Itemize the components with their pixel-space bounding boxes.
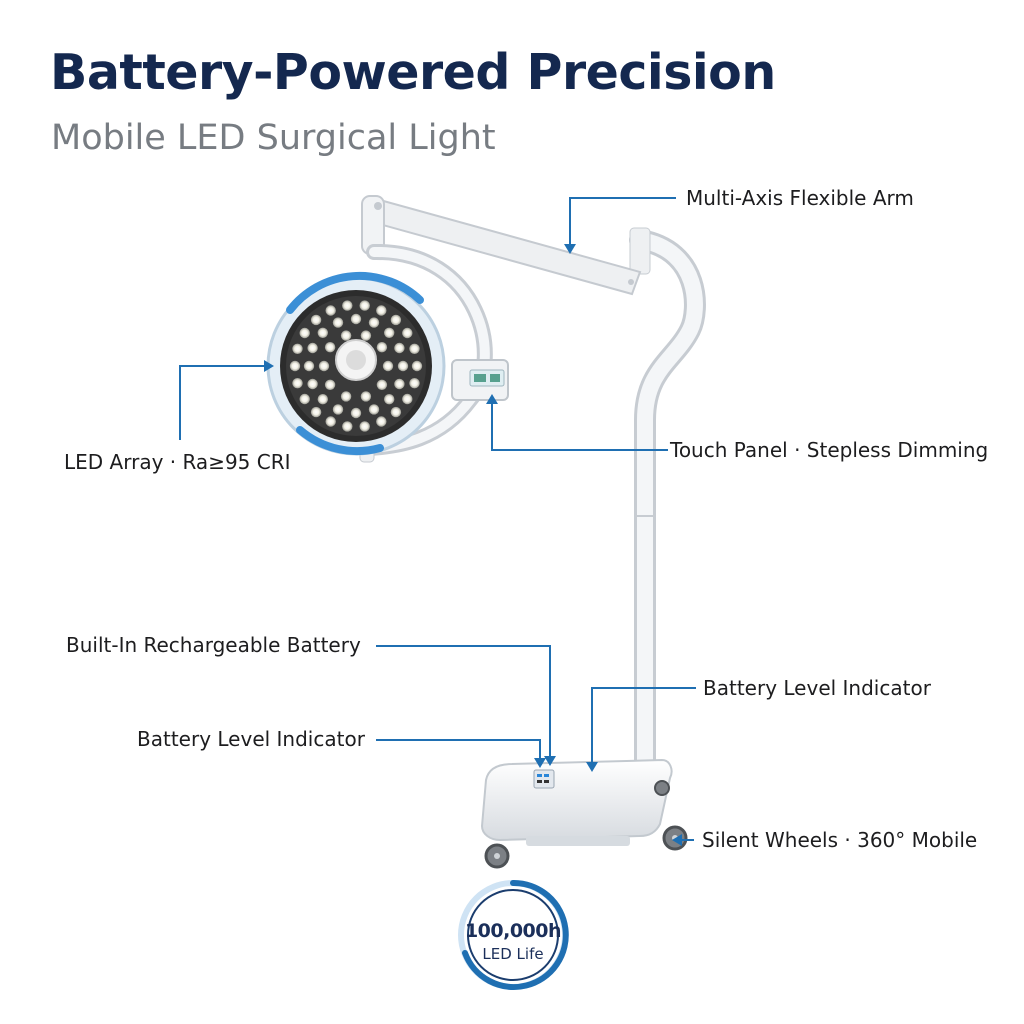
led-dot (409, 343, 420, 354)
led-dot (402, 393, 413, 405)
led-dot (368, 317, 380, 328)
led-dot (368, 404, 380, 415)
callout-arrowheads (264, 244, 682, 846)
led-dot (350, 313, 362, 325)
led-dot (382, 360, 394, 372)
light-pole (629, 227, 706, 781)
callout-battery-indicator-left: Battery Level Indicator (137, 727, 365, 751)
led-dot (292, 378, 303, 389)
led-dot (340, 391, 352, 402)
callout-touch-panel: Touch Panel · Stepless Dimming (670, 438, 989, 462)
led-dot (325, 416, 336, 427)
flexible-arm (361, 195, 642, 296)
led-dot (411, 360, 423, 372)
led-dot (359, 421, 370, 432)
led-dot (394, 378, 405, 390)
touch-panel (451, 359, 509, 401)
led-dot (394, 342, 405, 354)
led-dot (310, 406, 322, 418)
page-title: Battery-Powered Precision (50, 44, 776, 101)
callout-battery-indicator-right: Battery Level Indicator (703, 676, 931, 700)
callout-battery-builtin: Built-In Rechargeable Battery (66, 633, 361, 657)
led-dot (397, 360, 409, 372)
led-dot (299, 393, 310, 405)
led-dot (342, 300, 353, 311)
mobile-base (480, 758, 673, 846)
led-dot (310, 314, 322, 326)
lamp-head (266, 271, 446, 456)
led-dot (332, 317, 344, 328)
led-dot (292, 343, 303, 354)
badge-label: LED Life (482, 945, 544, 963)
led-dot (390, 406, 402, 418)
callout-led-array: LED Array · Ra≥95 CRI (64, 450, 291, 474)
led-dot (317, 327, 328, 338)
led-dot (402, 327, 413, 339)
callout-lines (179, 197, 696, 841)
led-dot (390, 314, 402, 326)
led-dot (317, 394, 328, 405)
page-subtitle: Mobile LED Surgical Light (51, 118, 496, 158)
led-dot (384, 394, 395, 405)
led-dot (307, 378, 318, 390)
led-dot (325, 305, 336, 316)
led-dot (359, 300, 370, 311)
led-life-badge-ring (458, 879, 569, 990)
led-dot (324, 342, 336, 353)
led-dot (332, 404, 344, 415)
led-dot (350, 407, 362, 419)
led-life-badge: 100,000h LED Life (458, 880, 568, 990)
led-dot (307, 342, 318, 354)
led-dot (324, 379, 336, 390)
led-dot (360, 391, 372, 402)
led-dot (360, 330, 372, 341)
led-dot (376, 379, 388, 390)
callout-wheels: Silent Wheels · 360° Mobile (702, 828, 978, 852)
led-dot (289, 360, 301, 372)
led-dot (384, 327, 395, 338)
badge-value: 100,000h (464, 920, 562, 942)
led-dot (299, 327, 310, 339)
led-dot (376, 305, 387, 316)
led-dot (409, 378, 420, 389)
led-dot (342, 421, 353, 432)
led-dot (318, 360, 330, 372)
led-dot (376, 342, 388, 353)
led-dot (340, 330, 352, 341)
led-array (289, 300, 423, 432)
callout-arm: Multi-Axis Flexible Arm (686, 186, 914, 210)
led-dot (376, 416, 387, 427)
led-dot (303, 360, 315, 372)
